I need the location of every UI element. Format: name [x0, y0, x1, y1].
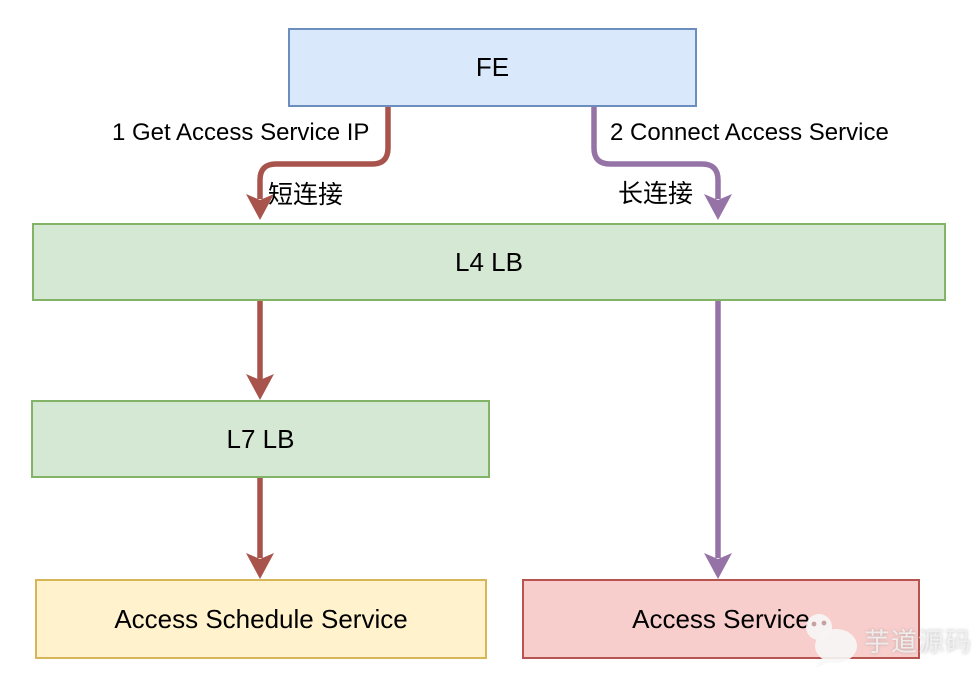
node-fe-label: FE	[475, 52, 510, 82]
node-l7-lb: L7 LB	[31, 400, 490, 478]
edge-sublabel-short-connection: 短连接	[268, 181, 344, 209]
watermark: 芋道源码	[798, 612, 972, 668]
node-access-schedule-service-label: Access Schedule Service	[114, 603, 408, 634]
edge-sublabel-long-connection: 长连接	[618, 180, 694, 208]
node-l7-lb-label: L7 LB	[226, 423, 295, 454]
node-fe: FE	[288, 28, 697, 107]
edge-l4-to-l7-arrowhead-icon	[246, 374, 274, 400]
node-l4-lb-label: L4 LB	[455, 246, 523, 277]
wechat-icon	[806, 614, 857, 668]
watermark-text: 芋道源码	[864, 626, 973, 657]
edge-connect-line	[591, 107, 721, 199]
edge-l4-to-access-arrowhead-icon	[704, 553, 732, 579]
node-l4-lb: L4 LB	[32, 223, 946, 301]
edge-get-ip-arrowhead-icon	[246, 194, 274, 220]
node-access-schedule-service: Access Schedule Service	[35, 579, 487, 659]
edge-connect-arrowhead-icon	[704, 194, 732, 220]
edge-label-connect-access-service: 2 Connect Access Service	[610, 119, 889, 146]
edge-label-get-access-service-ip: 1 Get Access Service IP	[112, 119, 370, 146]
edge-l7-to-schedule-arrowhead-icon	[246, 553, 274, 579]
edge-get-ip-line	[257, 107, 391, 199]
node-access-service-label: Access Service	[632, 603, 810, 634]
